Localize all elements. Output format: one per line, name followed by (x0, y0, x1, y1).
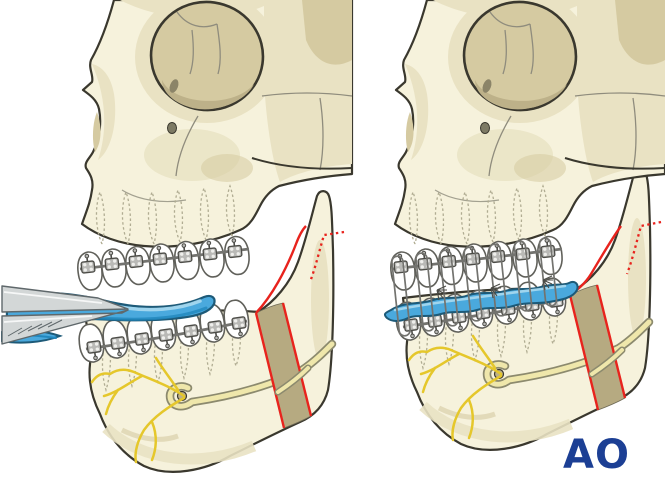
panel-left (1, 0, 354, 472)
osteotomy-red-line-back (595, 284, 627, 399)
cranium-maxilla (80, 0, 354, 248)
forceps-lower-blade (1, 309, 129, 345)
wire-pigtail-twists (436, 275, 553, 301)
osteotomy-red-line-back (281, 302, 313, 417)
osteotomy-dotted-line (625, 220, 662, 275)
osteotomy-dotted-line (308, 230, 345, 283)
nerve-canal-over-band-fill (276, 366, 310, 394)
nerve-canal-over-band-fill (590, 348, 624, 376)
osteotomy-red-line-front (568, 294, 600, 411)
osteotomy-left (254, 225, 345, 429)
intermaxillary-wire-loops (391, 237, 558, 337)
osteotomy-right (568, 220, 662, 411)
splint-forceps (1, 285, 129, 345)
osteotomy-red-line-front (254, 312, 286, 429)
forceps-highlight (3, 291, 103, 323)
osteotomy-red-line-ramus (255, 225, 307, 314)
forceps-serrations (7, 319, 63, 337)
panel-right (383, 0, 665, 450)
ao-logo: AO (563, 432, 630, 478)
